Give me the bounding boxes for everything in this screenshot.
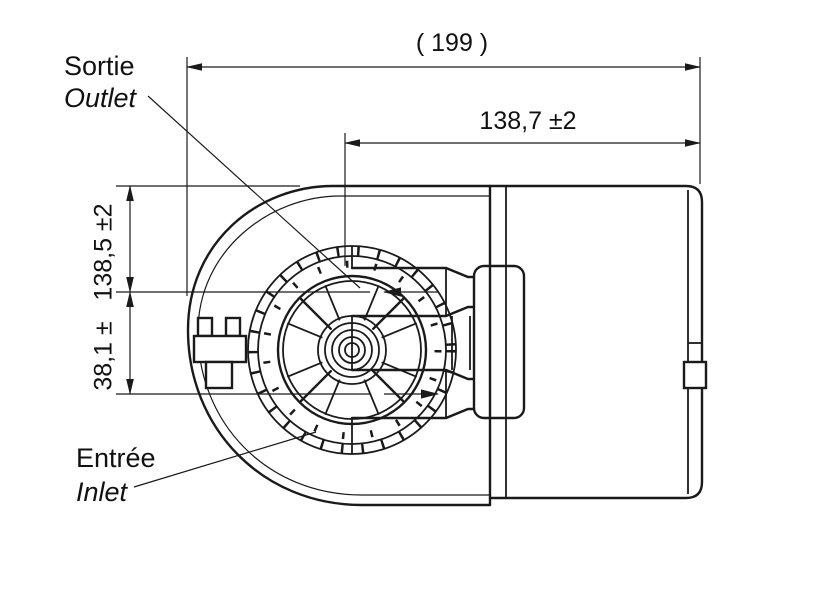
inlet-duct-bottom <box>350 407 476 420</box>
label-inlet-fr: Entrée <box>76 443 156 473</box>
leader-line-outlet <box>147 95 361 289</box>
bracket-foot <box>204 360 234 390</box>
dimension-text-height-offset: 38,1 ± <box>89 321 118 391</box>
motor-outline <box>488 184 704 500</box>
outlet-duct-bottom <box>350 305 476 318</box>
dimension-text-motor-length: 138,7 ±2 <box>479 107 577 135</box>
dimension-text-overall-length: ( 199 ) <box>415 29 489 57</box>
mounting-bracket <box>192 316 248 390</box>
leader-lines <box>133 95 361 488</box>
fan-spokes <box>286 284 418 416</box>
fan-blade-tips <box>248 246 456 454</box>
motor-rear-tab <box>682 360 708 390</box>
motor-flange <box>451 264 526 420</box>
label-outlet-fr: Sortie <box>64 51 135 81</box>
label-inlet-en: Inlet <box>76 477 128 507</box>
dimension-text-height-total: 138,5 ±2 <box>89 203 118 301</box>
dimension-lines <box>116 57 701 395</box>
bracket-body <box>192 334 248 364</box>
motor-body <box>488 184 708 500</box>
bracket-nub-right <box>224 316 242 338</box>
flange-plate <box>472 264 526 420</box>
fan-wheel <box>247 245 457 455</box>
bracket-nub-left <box>196 316 214 338</box>
fan-cross-braces <box>299 297 405 403</box>
label-outlet-en: Outlet <box>64 83 137 113</box>
fan-blade-roots <box>262 260 442 440</box>
housing-outline <box>186 184 492 507</box>
leader-line-inlet <box>133 431 317 488</box>
